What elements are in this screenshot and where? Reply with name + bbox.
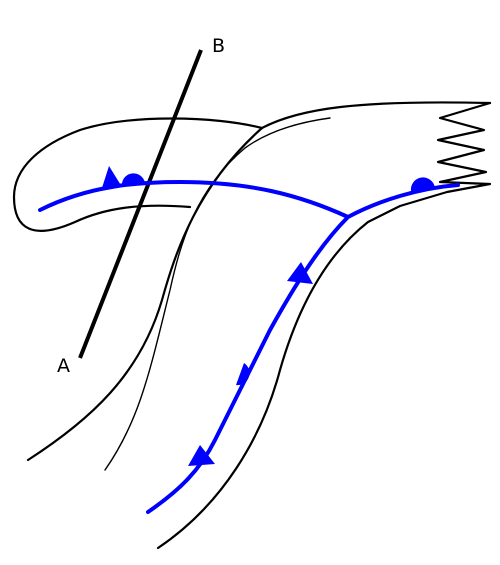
upper-front-semicircle-left: [121, 173, 145, 187]
endpoint-label-b: B: [212, 35, 225, 57]
cross-section-line-a-b: [78, 49, 203, 359]
upper-front-semicircle-right: [410, 177, 435, 191]
lower-occluded-front-line: [146, 215, 350, 514]
left-cloud-outline: [12, 117, 264, 232]
endpoint-label-a: A: [57, 355, 70, 377]
upper-front-triangle-symbol: [101, 166, 122, 191]
lower-front-triangle-symbol-top: [287, 262, 313, 284]
outer-boundary-curve: [26, 101, 492, 462]
inner-warm-boundary: [104, 117, 331, 471]
lower-front-triangle-symbol-bottom: [188, 445, 215, 466]
lower-front-semicircle-symbol: [236, 363, 250, 386]
right-comb-edge: [156, 101, 492, 550]
